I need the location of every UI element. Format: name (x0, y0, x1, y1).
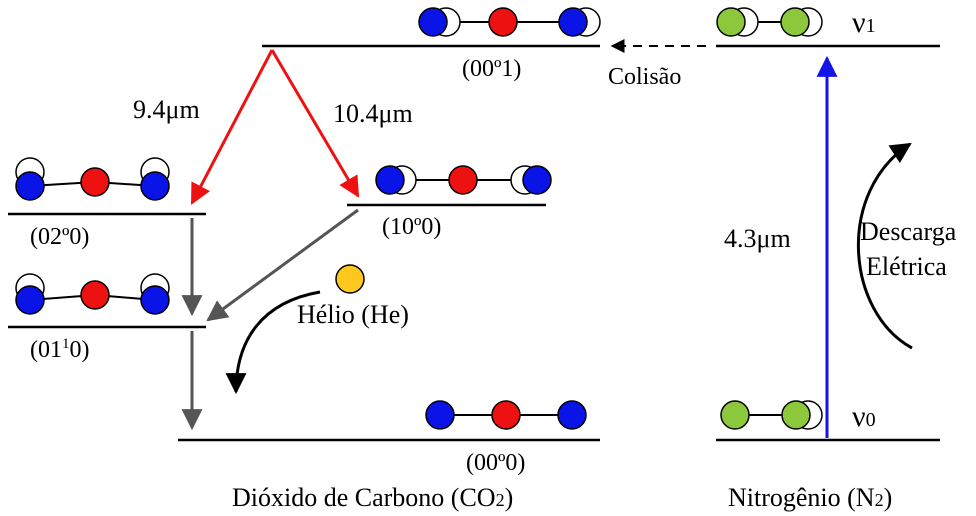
carbon-atom (80, 280, 110, 310)
co2-level-0001-label: (00º1) (462, 56, 521, 82)
oxygen-atom (375, 165, 405, 195)
discharge-label-line2: Elétrica (866, 252, 947, 281)
laser-104-label: 10.4μm (333, 99, 413, 128)
helium-label: Hélio (He) (297, 300, 409, 329)
oxygen-atom (140, 171, 170, 201)
oxygen-atom (418, 7, 448, 37)
discharge-label-line1: Descarga (860, 217, 957, 246)
oxygen-atom (15, 285, 45, 315)
helium-collision-arrow (225, 290, 321, 395)
discharge-arrow (856, 142, 913, 350)
laser-94-label: 9.4μm (133, 95, 200, 124)
nitrogen-atom (780, 7, 810, 37)
n2-pump-label: 4.3μm (724, 224, 791, 253)
carbon-atom (488, 7, 518, 37)
n2-level-v1-label: ν1 (852, 6, 876, 39)
oxygen-atom (557, 400, 587, 430)
oxygen-atom (15, 171, 45, 201)
laser-94-arrow (190, 49, 274, 205)
nitrogen-atom (716, 7, 746, 37)
oxygen-atom (425, 400, 455, 430)
collision-label: Colisão (608, 64, 681, 90)
co2-molecule-0000 (425, 400, 587, 430)
n2-level-v0-label: ν0 (852, 400, 876, 433)
carbon-atom (491, 400, 521, 430)
co2-level-1000-label: (10º0) (382, 214, 441, 240)
co2-level-0200-label: (02º0) (30, 224, 89, 250)
carbon-atom (80, 167, 110, 197)
nitrogen-atom (720, 400, 750, 430)
carbon-atom (448, 165, 478, 195)
n2-title: Nitrogênio (N2) (728, 483, 892, 512)
co2-molecule-1000 (375, 165, 552, 195)
co2-level-0000-label: (00º0) (466, 450, 525, 476)
laser-104-arrow (270, 49, 360, 198)
relax-1000-to-0110-arrow (206, 208, 359, 322)
co2-title: Dióxido de Carbono (CO2) (232, 483, 513, 512)
oxygen-atom (522, 165, 552, 195)
oxygen-atom (558, 7, 588, 37)
nitrogen-atom (781, 400, 811, 430)
co2-molecule-0001 (418, 7, 601, 37)
co2-molecule-0110 (15, 273, 170, 315)
co2-molecule-0200 (15, 157, 170, 201)
n2-molecule-v0 (720, 400, 823, 430)
oxygen-atom (140, 285, 170, 315)
helium-atom (335, 264, 365, 294)
n2-molecule-v1 (716, 7, 823, 37)
co2-level-0110-label: (0110) (30, 336, 90, 363)
